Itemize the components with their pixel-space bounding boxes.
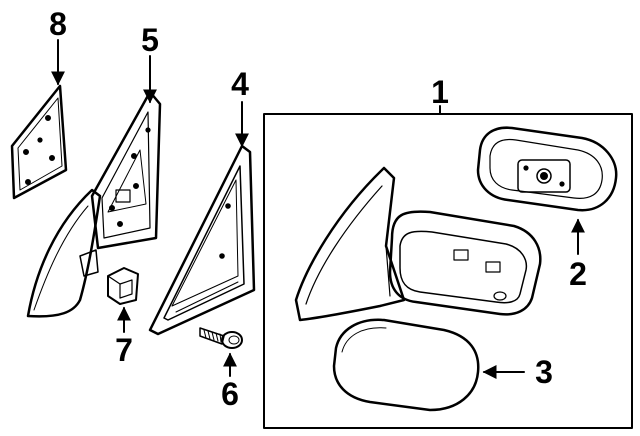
callout-8-label: 8 [49,6,67,42]
callout-2-label: 2 [569,256,587,292]
callout-7-label: 7 [115,332,133,368]
callout-5-label: 5 [141,22,159,58]
part-1-housing [294,166,542,322]
part-6-screw [199,327,243,349]
part-2-actuator [476,126,618,212]
part-4-seal [148,144,256,336]
callout-1-label: 1 [431,74,449,110]
callout-3-label: 3 [535,354,553,390]
part-8-gasket [10,84,68,200]
part-7-clip [107,267,139,305]
mirror-assembly-box [263,113,633,429]
callout-6-label: 6 [221,376,239,412]
part-5-garnish [26,90,162,318]
callout-4-label: 4 [231,66,249,102]
part-3-glass [332,318,480,412]
